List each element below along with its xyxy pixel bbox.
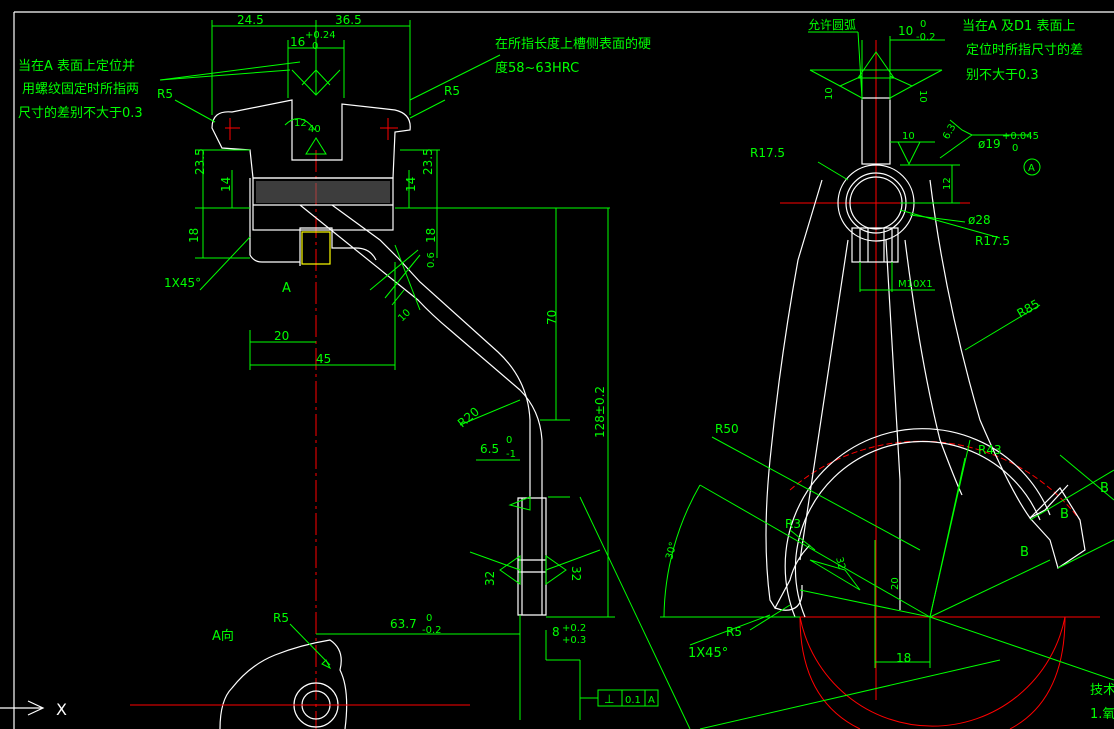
a-view: A向 R5 <box>130 611 470 729</box>
note-locate-right-3: 别不大于0.3 <box>966 68 1039 83</box>
left-labels: 当在A 表面上定位并 用螺纹固定时所指两 尺寸的差别不大于0.3 在所指长度上槽… <box>18 13 655 706</box>
dim-phi28: ø28 <box>968 213 991 227</box>
dim-12-right: 12 <box>942 177 953 190</box>
dim-r43: R43 <box>978 443 1002 457</box>
dim-14-right: 14 <box>404 177 418 192</box>
dim-18-left: 18 <box>187 228 201 243</box>
dim-1x45-left: 1X45° <box>164 276 201 290</box>
note-tech-2: 1.氧 <box>1090 707 1114 722</box>
dim-10-surface: 10 <box>902 131 915 142</box>
dim-10-left: 10 <box>396 307 413 324</box>
dim-23-5-left: 23.5 <box>193 148 207 175</box>
dim-24-5: 24.5 <box>237 13 264 27</box>
dim-70: 70 <box>545 310 559 325</box>
note-allow-arc: 允许圆弧 <box>808 17 856 32</box>
drawing-frame <box>13 11 1114 729</box>
note-locate-left-3: 尺寸的差别不大于0.3 <box>18 105 143 121</box>
right-view: B B B <box>760 40 1114 729</box>
dim-14-left: 14 <box>219 177 233 192</box>
dim-63-7-lower: -0.2 <box>422 625 442 636</box>
dim-phi19-upper: +0.045 <box>1002 131 1039 142</box>
dim-r85: R85 <box>1015 297 1042 321</box>
dim-63-7-upper: 0 <box>426 613 432 624</box>
dim-63-7: 63.7 <box>390 617 417 631</box>
label-b-1: B <box>1060 507 1069 522</box>
dim-45: 45 <box>316 352 331 366</box>
axis-indicator: X <box>0 700 67 719</box>
dim-10-right-lower: -0.2 <box>916 32 936 43</box>
dim-r5-left: R5 <box>157 87 173 101</box>
datum-a-circle: A <box>1028 163 1035 174</box>
dim-40: 40 <box>308 124 321 135</box>
dim-18-right-view: 18 <box>896 651 911 665</box>
dim-r50: R50 <box>715 422 739 436</box>
dim-20: 20 <box>274 329 289 343</box>
dim-16: 16 <box>290 35 305 49</box>
arrow-a-label: A <box>282 281 291 296</box>
dim-r17-5-top: R17.5 <box>750 146 785 160</box>
dim-36-5: 36.5 <box>335 13 362 27</box>
note-tech-1: 技术 <box>1090 683 1114 698</box>
dim-10-right-upper: 0 <box>920 19 926 30</box>
right-labels: 允许圆弧 当在A 及D1 表面上 定位时所指尺寸的差 别不大于0.3 10 0 … <box>664 17 1114 722</box>
dim-32-right-view: 32 <box>833 556 847 571</box>
note-locate-left-1: 当在A 表面上定位并 <box>18 59 135 74</box>
dim-1x45-right: 1X45° <box>688 646 728 661</box>
dim-r5-right: R5 <box>444 84 460 98</box>
note-locate-right-2: 定位时所指尺寸的差 <box>966 42 1083 58</box>
dim-128: 128±0.2 <box>593 386 607 438</box>
dim-m10: M10X1 <box>898 279 933 290</box>
label-b-2: B <box>1020 545 1029 560</box>
dim-16-upper: +0.24 <box>305 30 336 41</box>
dim-r5-view-a: R5 <box>273 611 289 625</box>
dim-32-left: 32 <box>483 571 497 586</box>
dim-10-vert-left: 10 <box>824 87 835 100</box>
tol-datum: A <box>648 695 655 706</box>
left-view <box>211 69 547 729</box>
tol-value: 0.1 <box>625 695 641 706</box>
dim-phi19: ø19 <box>978 137 1001 151</box>
dim-8: 8 <box>552 625 560 639</box>
note-hardness-1: 在所指长度上槽侧表面的硬 <box>495 36 651 52</box>
label-b-3: B <box>1100 481 1109 496</box>
note-locate-right-1: 当在A 及D1 表面上 <box>962 19 1075 34</box>
dim-r17-5-bottom: R17.5 <box>975 234 1010 248</box>
dim-r3: R3 <box>785 517 801 531</box>
dim-8-lower: +0.3 <box>562 635 586 646</box>
dim-8-upper: +0.2 <box>562 623 586 634</box>
dim-0-6: 0.6 <box>426 252 437 268</box>
dim-r20: R20 <box>455 404 482 430</box>
dim-phi19-lower: 0 <box>1012 143 1018 154</box>
dim-r5-right-view: R5 <box>726 625 742 639</box>
axis-x-label: X <box>56 700 67 719</box>
right-dimensions: A <box>660 31 1114 729</box>
dim-20-right: 20 <box>890 577 901 590</box>
tol-symbol: ⊥ <box>604 692 614 706</box>
dim-6-5-upper: 0 <box>506 435 512 446</box>
dim-16-lower: 0 <box>312 41 318 52</box>
note-hardness-2: 度58~63HRC <box>495 60 579 76</box>
dim-30-degrees: 30° <box>664 541 679 561</box>
dim-10-right: 10 <box>898 24 913 38</box>
dim-10-vert-right: 10 <box>917 90 928 103</box>
left-dimensions <box>159 20 691 729</box>
dim-23-5-right: 23.5 <box>421 148 435 175</box>
view-a-title: A向 <box>212 628 234 644</box>
dim-32-right: 32 <box>569 566 583 581</box>
dim-18-right: 18 <box>424 228 438 243</box>
dim-6-5-lower: -1 <box>506 449 516 460</box>
note-locate-left-2: 用螺纹固定时所指两 <box>22 82 139 97</box>
dim-6-5: 6.5 <box>480 442 499 456</box>
dim-12: 12 <box>294 118 307 129</box>
